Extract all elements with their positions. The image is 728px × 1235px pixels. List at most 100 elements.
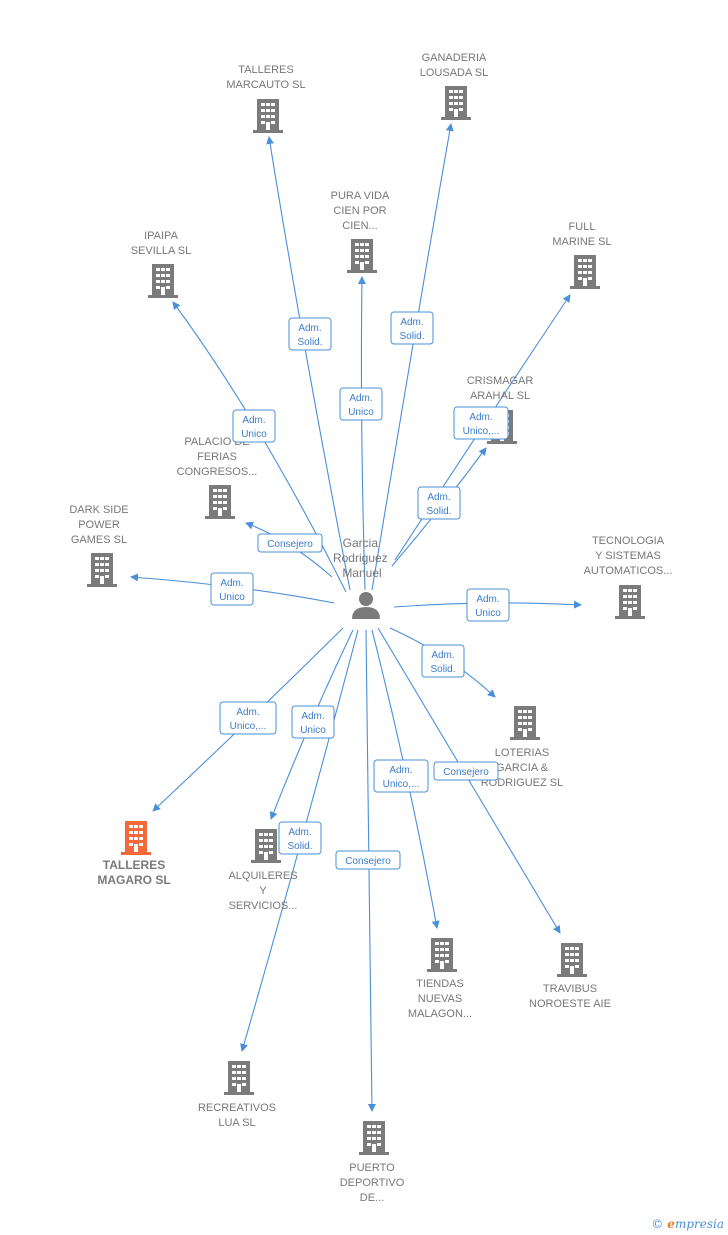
person-icon <box>352 592 380 619</box>
building-icon <box>121 821 151 855</box>
company-name-line: CIEN POR <box>333 205 386 217</box>
relation-label[interactable]: Adm.Unico <box>232 409 276 443</box>
relation-label[interactable]: Consejero <box>257 533 323 553</box>
building-icon <box>557 943 587 977</box>
company-name-line: PURA VIDA <box>331 190 390 202</box>
building-icon <box>87 553 117 587</box>
relation-role-text: Solid. <box>297 337 322 348</box>
company-name-line: FERIAS <box>197 451 237 463</box>
relation-role-text: Consejero <box>345 856 391 867</box>
relation-role-text: Solid. <box>426 506 451 517</box>
relation-label[interactable]: Adm. Unico <box>210 572 254 606</box>
relation-label-box <box>335 850 401 870</box>
relation-role-text: Adm. <box>427 492 450 503</box>
relation-role-text: Adm. <box>236 707 259 718</box>
company-name-line: AUTOMATICOS... <box>584 565 673 577</box>
relation-label[interactable]: Adm.Solid. <box>390 311 434 345</box>
relation-label[interactable]: Consejero <box>335 850 401 870</box>
company-node[interactable]: TALLERES MARCAUTO SL <box>226 64 306 133</box>
relation-label[interactable]: Adm.Unico,... <box>219 701 277 735</box>
relation-role-text: Unico,... <box>383 779 420 790</box>
building-icon <box>253 99 283 133</box>
relation-label[interactable]: Consejero <box>433 761 499 781</box>
person-name-line: Garcia <box>343 536 379 550</box>
company-name-line: GARCIA & <box>496 762 549 774</box>
company-name-line: SERVICIOS... <box>229 900 298 912</box>
relation-label[interactable]: Adm.Unico <box>339 387 383 421</box>
relation-label[interactable]: Adm.Unico,... <box>453 406 509 440</box>
company-node[interactable]: PUERTODEPORTIVODE... <box>340 1121 405 1204</box>
company-name-line: TECNOLOGIA <box>592 535 665 547</box>
relation-label-box <box>373 759 429 793</box>
relation-label[interactable]: Adm.Solid. <box>421 644 465 678</box>
relation-role-text: Adm. <box>288 827 311 838</box>
company-name-line: NOROESTE AIE <box>529 998 611 1010</box>
relation-label[interactable]: Adm.Unico <box>466 588 510 622</box>
relation-label-box <box>466 588 510 622</box>
relation-edge <box>357 276 366 591</box>
relation-label-box <box>390 311 434 345</box>
relation-label-box <box>257 533 323 553</box>
company-name-line: GANADERIA <box>422 52 487 64</box>
brand-name: mpresia <box>674 1217 724 1231</box>
company-name-line: RECREATIVOS <box>198 1102 276 1114</box>
relation-label-box <box>232 409 276 443</box>
company-node[interactable]: TIENDASNUEVASMALAGON... <box>408 938 472 1020</box>
person-name-line: Rodriguez <box>333 551 388 565</box>
relation-role-text: Consejero <box>267 539 313 550</box>
relation-label-box <box>453 406 509 440</box>
building-icon <box>615 585 645 619</box>
company-node[interactable]: PALACIO DEFERIASCONGRESOS... <box>177 436 258 519</box>
company-name-line: IPAIPA <box>144 230 178 242</box>
empresia-watermark: ©empresia <box>651 1217 724 1231</box>
building-icon <box>251 829 281 863</box>
company-name-line: CIEN... <box>342 220 377 232</box>
relation-edge <box>377 627 561 934</box>
person-name: Garcia Rodriguez Manuel <box>333 536 391 580</box>
company-name-line: MALAGON... <box>408 1008 472 1020</box>
company-node[interactable]: ALQUILERESYSERVICIOS... <box>228 829 298 912</box>
relation-label-box <box>421 644 465 678</box>
building-icon <box>441 86 471 120</box>
relation-role-text: Adm. <box>400 317 423 328</box>
relation-role-text: Solid. <box>287 841 312 852</box>
relation-role-text: Adm. <box>220 578 243 589</box>
company-name-line: TALLERES <box>238 64 293 76</box>
relation-label[interactable]: Adm. Unico,... <box>373 759 429 793</box>
relation-label-box <box>433 761 499 781</box>
relation-label[interactable]: Adm. Solid. <box>417 486 461 520</box>
company-name-line: LOUSADA SL <box>420 67 488 79</box>
relation-label-box <box>417 486 461 520</box>
building-icon <box>347 239 377 273</box>
relation-role-text: Adm. <box>389 765 412 776</box>
company-name-line: MARCAUTO SL <box>226 79 305 91</box>
relation-role-text: Adm. <box>431 650 454 661</box>
person-node[interactable]: Garcia Rodriguez Manuel <box>333 536 391 619</box>
relation-role-text: Adm. <box>469 412 492 423</box>
relation-label[interactable]: Adm. Solid. <box>278 821 322 855</box>
company-name-line: MAGARO SL <box>97 873 170 887</box>
relation-label[interactable]: Adm.Solid. <box>288 317 332 351</box>
company-node[interactable]: GANADERIA LOUSADA SL <box>420 52 488 120</box>
person-name-line: Manuel <box>342 566 381 580</box>
company-node[interactable]: PURA VIDA CIEN POR CIEN... <box>331 190 390 273</box>
company-node[interactable]: IPAIPA SEVILLA SL <box>131 230 192 298</box>
relation-role-text: Unico <box>241 429 267 440</box>
relation-role-text: Unico <box>219 592 245 603</box>
relation-role-text: Consejero <box>443 767 489 778</box>
relation-label-box <box>339 387 383 421</box>
relation-label[interactable]: Adm.Unico <box>291 705 335 739</box>
company-name-line: POWER <box>78 519 120 531</box>
relation-role-text: Unico <box>300 725 326 736</box>
relation-label-box <box>291 705 335 739</box>
company-name-line: SEVILLA SL <box>131 245 192 257</box>
